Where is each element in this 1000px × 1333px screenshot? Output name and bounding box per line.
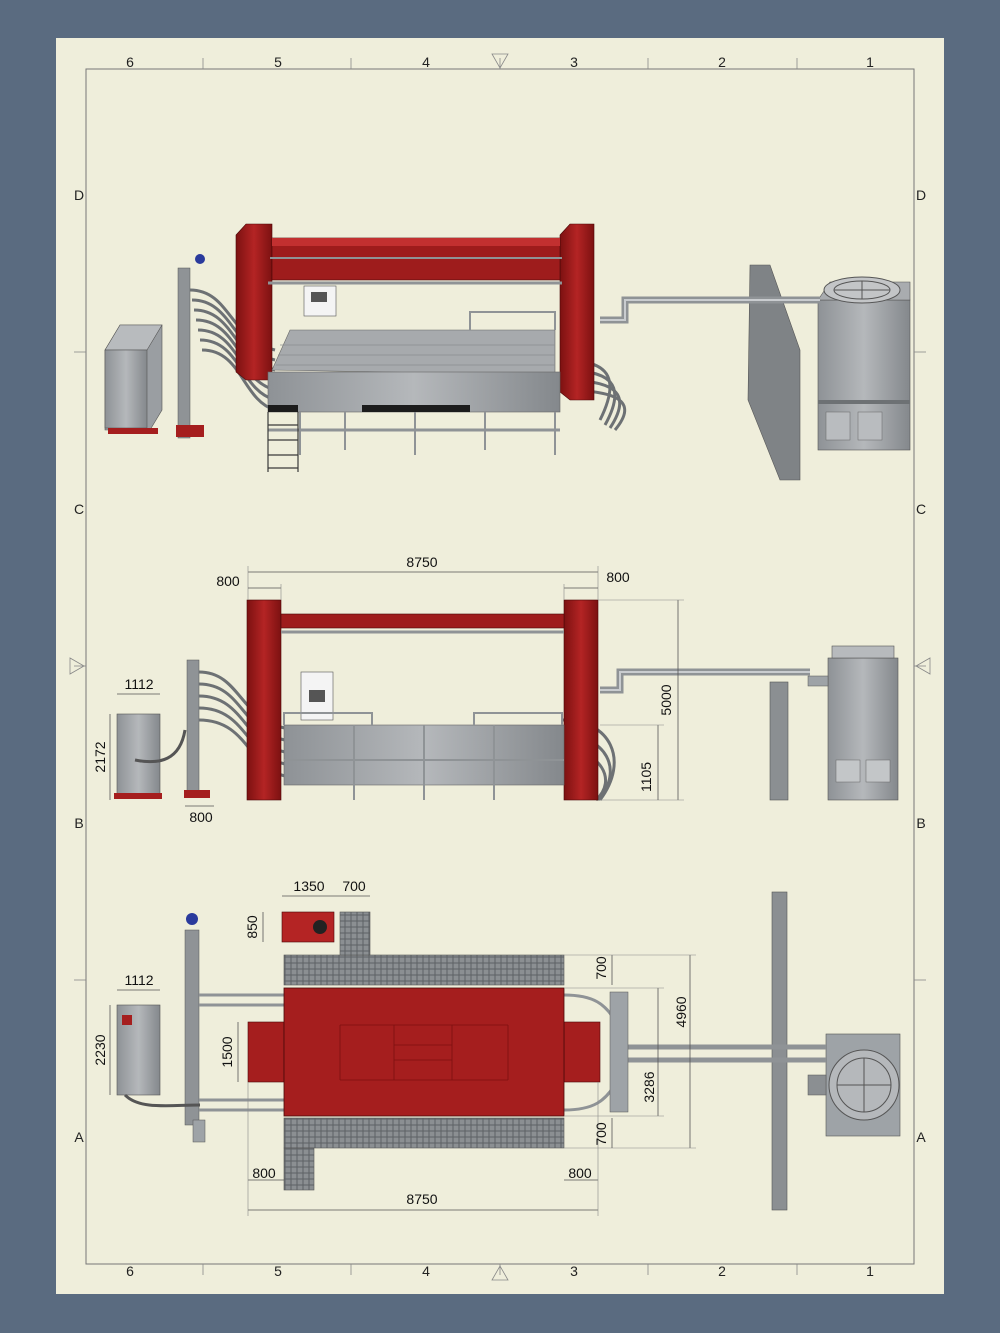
iso-power-unit xyxy=(104,324,163,434)
row-label-left: B xyxy=(74,815,83,831)
row-labels-left: D C B A xyxy=(74,187,84,1145)
column-labels-bottom: 6 5 4 3 2 1 xyxy=(126,1263,874,1279)
dim-top-walk-top: 700 xyxy=(593,956,609,980)
dim-front-deck: 1105 xyxy=(638,762,654,792)
top-walkway-upper xyxy=(283,954,565,986)
column-label-top: 1 xyxy=(866,54,874,70)
top-walkway-lower xyxy=(283,1117,565,1149)
iso-cooling-tower xyxy=(817,276,911,451)
column-labels-top: 6 5 4 3 2 1 xyxy=(126,54,874,70)
column-label-top: 6 xyxy=(126,54,134,70)
dim-top-left: 800 xyxy=(252,1165,276,1181)
dim-front-left: 800 xyxy=(216,573,240,589)
row-label-left: A xyxy=(74,1129,84,1145)
row-label-right: B xyxy=(916,815,925,831)
dim-top-tank: 3286 xyxy=(641,1071,657,1102)
dim-top-right: 800 xyxy=(568,1165,592,1181)
dim-top-unit-h: 2230 xyxy=(92,1034,108,1065)
front-press-frame xyxy=(246,599,599,801)
front-view xyxy=(114,599,899,802)
iso-deck xyxy=(267,311,561,455)
dim-top-panel-w: 1350 xyxy=(293,878,324,894)
dim-front-height: 5000 xyxy=(658,684,674,715)
top-view xyxy=(116,891,901,1211)
iso-stairs xyxy=(267,412,299,472)
dim-front-total: 8750 xyxy=(406,554,437,570)
row-label-right: D xyxy=(916,187,926,203)
column-label-top: 3 xyxy=(570,54,578,70)
column-label-top: 5 xyxy=(274,54,282,70)
front-wall xyxy=(769,681,789,801)
dim-top-tank-h: 1500 xyxy=(219,1036,235,1067)
dim-top-panel-h: 850 xyxy=(244,915,260,939)
iso-press-frame xyxy=(235,223,595,401)
top-cooling-tower xyxy=(807,1033,901,1137)
column-label-bottom: 6 xyxy=(126,1263,134,1279)
row-labels-right: D C B A xyxy=(916,187,926,1145)
dim-top-overall: 4960 xyxy=(673,996,689,1027)
row-label-left: C xyxy=(74,501,84,517)
dim-top-walk-bot: 700 xyxy=(593,1122,609,1146)
isometric-view xyxy=(104,223,911,481)
front-deck xyxy=(283,712,565,800)
dim-top-unit-w: 1112 xyxy=(124,972,153,988)
column-label-bottom: 1 xyxy=(866,1263,874,1279)
column-label-bottom: 2 xyxy=(718,1263,726,1279)
front-power-unit xyxy=(114,713,187,799)
column-label-top: 4 xyxy=(422,54,430,70)
top-press-table xyxy=(247,987,601,1117)
column-label-top: 2 xyxy=(718,54,726,70)
top-stairs-upper xyxy=(339,911,371,956)
top-wall xyxy=(771,891,788,1211)
column-label-bottom: 5 xyxy=(274,1263,282,1279)
dimension-lines xyxy=(109,566,696,1216)
row-label-right: C xyxy=(916,501,926,517)
border-frame xyxy=(69,53,931,1281)
dim-top-stair-w: 700 xyxy=(342,878,366,894)
row-label-left: D xyxy=(74,187,84,203)
top-stairs-lower xyxy=(283,1147,315,1191)
dim-front-pipe-w: 800 xyxy=(189,809,213,825)
dim-top-total: 8750 xyxy=(406,1191,437,1207)
column-label-bottom: 3 xyxy=(570,1263,578,1279)
iso-wall xyxy=(747,264,801,481)
front-cooling-tower xyxy=(807,645,899,801)
dim-front-unit-h: 2172 xyxy=(92,741,108,772)
dim-front-unit-w: 1112 xyxy=(124,676,153,692)
row-label-right: A xyxy=(916,1129,926,1145)
column-label-bottom: 4 xyxy=(422,1263,430,1279)
dim-front-right: 800 xyxy=(606,569,630,585)
